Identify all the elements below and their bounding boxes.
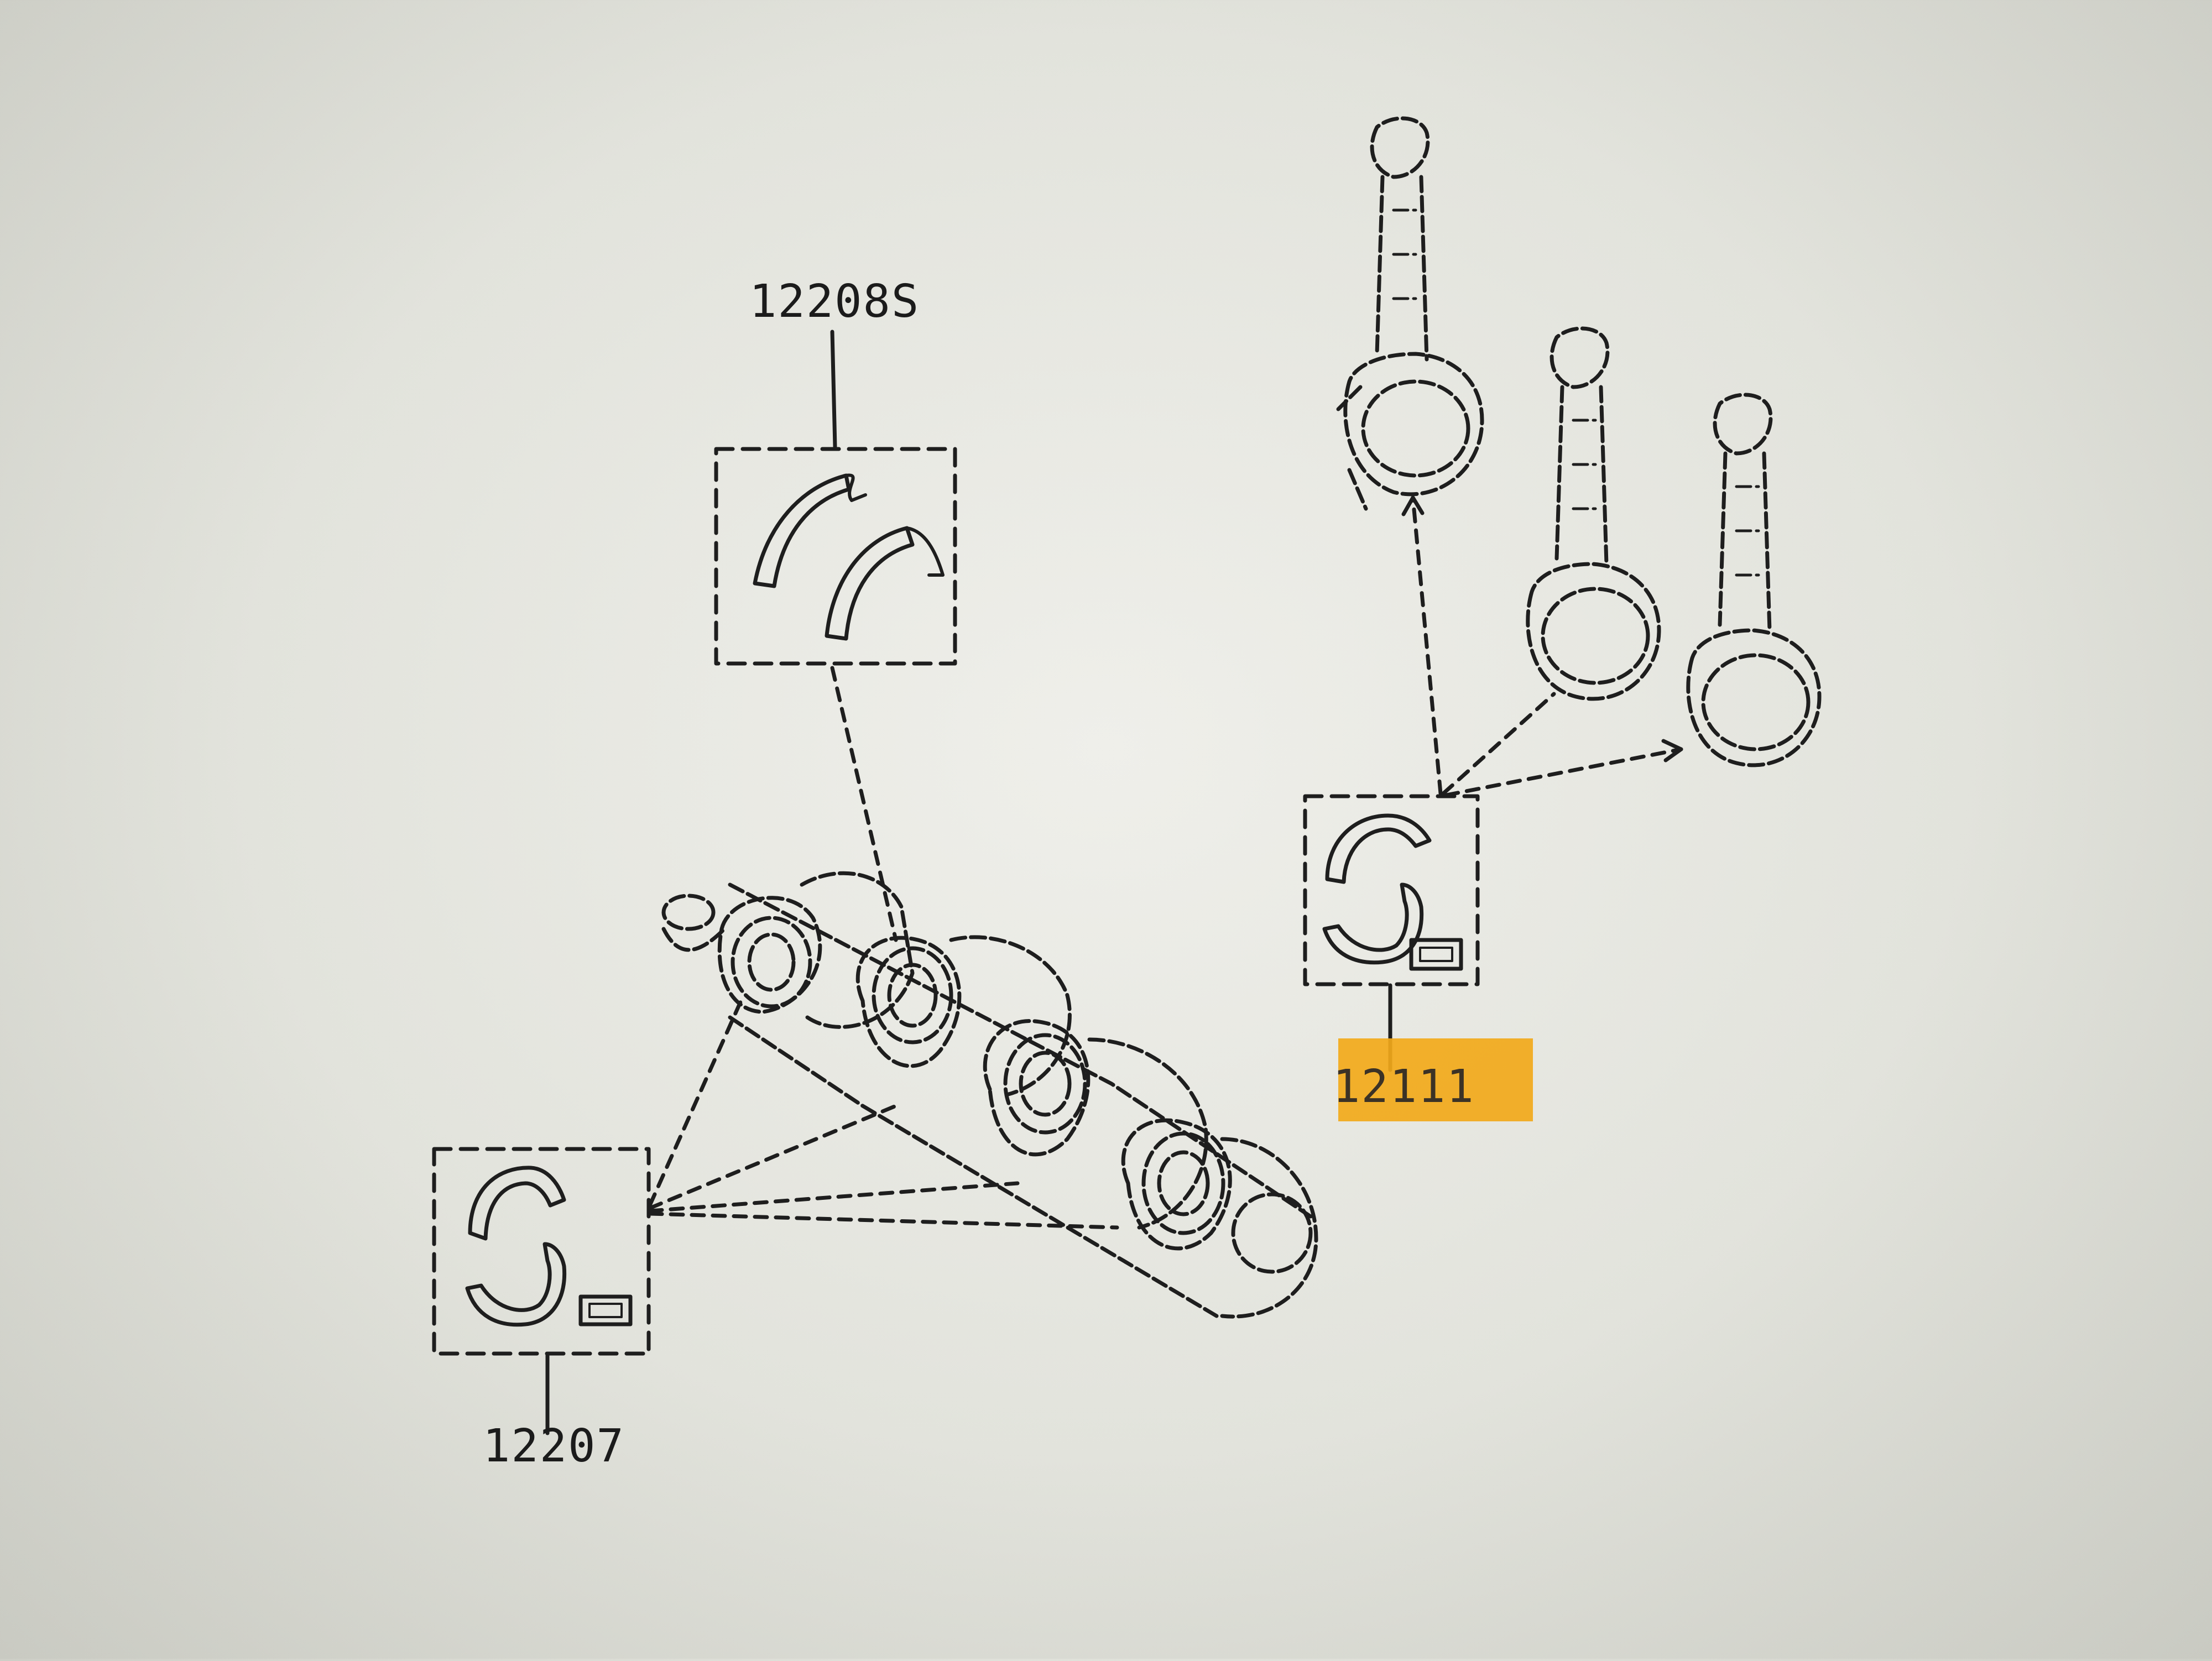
conrod-bearing-group	[1303, 495, 1683, 1072]
conrod-bearing-shell-lower	[1322, 882, 1424, 965]
thrust-washer-upper	[753, 473, 851, 588]
conrod-bearing-shell-upper	[1325, 813, 1432, 884]
connecting-rod-1	[1336, 116, 1484, 511]
connecting-rod-2	[1526, 326, 1661, 701]
highlight-marker	[1338, 1038, 1533, 1121]
conrod-bearing-grade-marker	[1409, 938, 1463, 971]
conrod-bearing-pointers	[1401, 495, 1683, 797]
callout-label-12111: 12111	[1333, 1061, 1475, 1113]
main-bearing-shell-lower	[465, 1242, 567, 1327]
main-bearing-box	[432, 1147, 651, 1356]
main-bearing-group	[432, 999, 1119, 1435]
main-bearing-grade-marker	[578, 1294, 633, 1326]
callout-highlight	[1338, 1038, 1533, 1121]
main-bearing-pointers	[648, 999, 1119, 1230]
callout-label-12208S: 12208S	[749, 275, 920, 328]
thrust-washer-group	[714, 330, 957, 942]
thrust-washer-lower	[825, 526, 915, 641]
callout-label-12207: 12207	[483, 1420, 625, 1472]
crankshaft-assembly	[661, 871, 1318, 1319]
main-bearing-shell-upper	[468, 1166, 566, 1241]
callout-leader-12208S	[830, 330, 837, 449]
thrust-washer-box	[714, 447, 957, 666]
conrod-bearing-box	[1303, 794, 1480, 986]
connecting-rod-3	[1686, 393, 1822, 767]
thrust-washer-pointer	[830, 666, 898, 942]
